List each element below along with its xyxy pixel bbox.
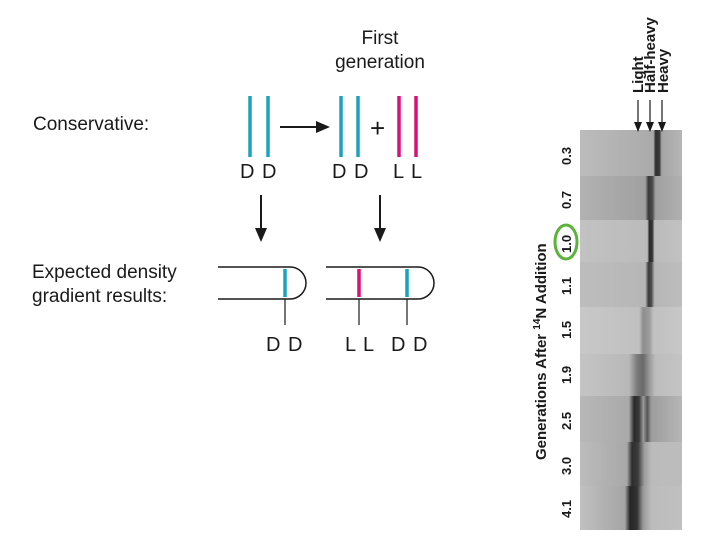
generations-axis-title: Generations After 14N Addition: [532, 243, 550, 460]
generation-label: 1.1: [559, 277, 574, 295]
column-label-heavy: Heavy: [655, 48, 672, 93]
half-heavy-arrow-head: [646, 122, 654, 132]
generation-label: 1.5: [559, 321, 574, 339]
generation-label: 1.9: [559, 366, 574, 384]
generation-label: 4.1: [559, 500, 574, 518]
axis-title-suffix: N Addition: [533, 243, 550, 318]
axis-title-superscript: 14: [532, 318, 543, 330]
generation-label: 2.5: [559, 412, 574, 430]
generation-label-highlighted: 1.0: [559, 235, 574, 253]
generation-label: 3.0: [559, 457, 574, 475]
heavy-arrow-head: [658, 122, 666, 132]
generation-label: 0.7: [559, 191, 574, 209]
generation-label: 0.3: [559, 147, 574, 165]
axis-title-prefix: Generations After: [533, 330, 550, 460]
light-arrow-head: [634, 122, 642, 132]
